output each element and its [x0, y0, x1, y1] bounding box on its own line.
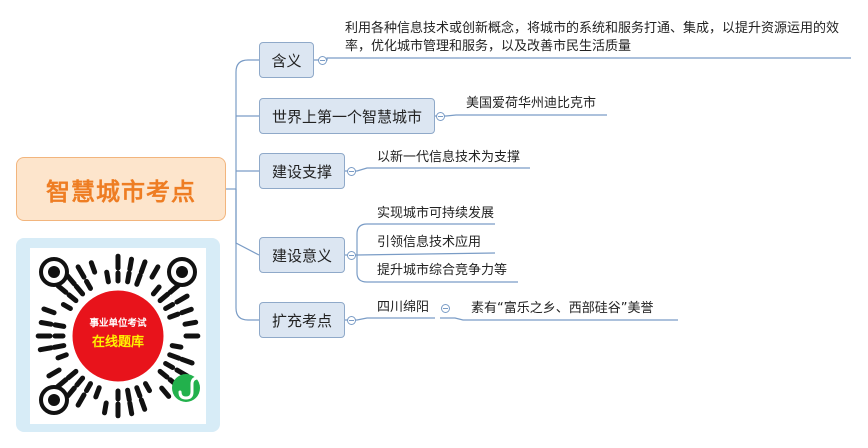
- qr-dash: [74, 375, 86, 388]
- qr-dash: [51, 343, 67, 350]
- qr-dash: [157, 368, 170, 380]
- leaf-meaning-line1[interactable]: 利用各种信息技术或创新概念，将城市的系统和服务打通、集成，以提升资源运用的效: [345, 21, 840, 36]
- qr-dash: [38, 320, 54, 327]
- qr-dash: [46, 367, 62, 379]
- qr-dash: [55, 352, 69, 361]
- qr-dash: [149, 264, 161, 280]
- qr-dash: [102, 400, 109, 416]
- qr-dash: [65, 385, 77, 399]
- collapse-toggle-icon[interactable]: [436, 112, 445, 121]
- qr-dash: [159, 385, 172, 399]
- qr-dash: [138, 259, 148, 275]
- collapse-toggle-icon[interactable]: [318, 56, 327, 65]
- leaf-mianyang[interactable]: 四川绵阳: [377, 300, 430, 315]
- collapse-toggle-icon[interactable]: [347, 251, 356, 260]
- collapse-toggle-icon[interactable]: [347, 316, 356, 325]
- qr-dash: [41, 306, 57, 316]
- qr-dash: [64, 273, 77, 287]
- qr-dash: [65, 368, 79, 381]
- qr-dash: [75, 264, 87, 280]
- qr-dash: [163, 302, 176, 311]
- qr-dash: [93, 385, 102, 400]
- qr-dash: [179, 356, 195, 366]
- leaf-mianyang-reputation[interactable]: 素有“富乐之乡、西部硅谷”美誉: [471, 301, 654, 316]
- qr-dash: [125, 270, 132, 285]
- qr-dash: [150, 284, 162, 297]
- qr-dash: [37, 345, 54, 353]
- qr-dash: [179, 306, 194, 316]
- leaf-meaning-line2[interactable]: 率，优化城市管理和服务，以及改善市民生活质量: [345, 39, 632, 54]
- qr-dash: [84, 381, 93, 394]
- branch-construction-significance[interactable]: 建设意义: [259, 237, 345, 273]
- qr-dash: [169, 343, 184, 350]
- qr-dash: [143, 381, 152, 394]
- leaf-construction-support[interactable]: 以新一代信息技术为支撑: [377, 150, 521, 165]
- qr-dash: [127, 256, 134, 272]
- branch-meaning[interactable]: 含义: [259, 42, 314, 78]
- qr-dash: [55, 283, 69, 295]
- qr-dash: [88, 260, 98, 275]
- qr-dash: [167, 352, 182, 361]
- qr-dash: [104, 269, 111, 285]
- branch-construction-support[interactable]: 建设支撑: [259, 153, 345, 189]
- qr-dash: [60, 302, 73, 311]
- branch-extended-points[interactable]: 扩充考点: [259, 302, 345, 338]
- qr-dash: [157, 291, 171, 304]
- qr-badge-line1: 事业单位考试: [89, 317, 147, 329]
- leaf-significance-3[interactable]: 提升城市综合竞争力等: [377, 263, 508, 278]
- qr-code-icon[interactable]: 事业单位考试 在线题库: [30, 248, 206, 424]
- root-topic[interactable]: 智慧城市考点: [16, 157, 226, 221]
- qr-dash: [52, 322, 67, 329]
- qr-dash: [73, 283, 86, 297]
- qr-dash: [167, 282, 181, 295]
- qr-dash: [55, 377, 69, 390]
- qr-dash: [182, 319, 199, 327]
- leaf-significance-1[interactable]: 实现城市可持续发展: [377, 206, 495, 221]
- qr-dash: [134, 272, 143, 287]
- qr-badge-line2: 在线题库: [92, 334, 144, 350]
- qr-dash: [125, 387, 132, 403]
- collapse-toggle-icon[interactable]: [441, 304, 450, 313]
- branch-first-smart-city[interactable]: 世界上第一个智慧城市: [259, 98, 435, 134]
- collapse-toggle-icon[interactable]: [347, 167, 356, 176]
- qr-dash: [167, 311, 181, 320]
- qr-dash: [84, 278, 93, 291]
- qr-dash: [75, 392, 87, 408]
- qr-dash: [134, 385, 143, 399]
- leaf-first-smart-city[interactable]: 美国爱荷华州迪比克市: [466, 96, 597, 111]
- qr-dash: [138, 397, 148, 412]
- qr-dash: [127, 400, 135, 417]
- qr-dash: [163, 361, 176, 370]
- qr-dash: [66, 292, 79, 304]
- qr-dash: [174, 293, 190, 305]
- leaf-significance-2[interactable]: 引领信息技术应用: [377, 235, 482, 250]
